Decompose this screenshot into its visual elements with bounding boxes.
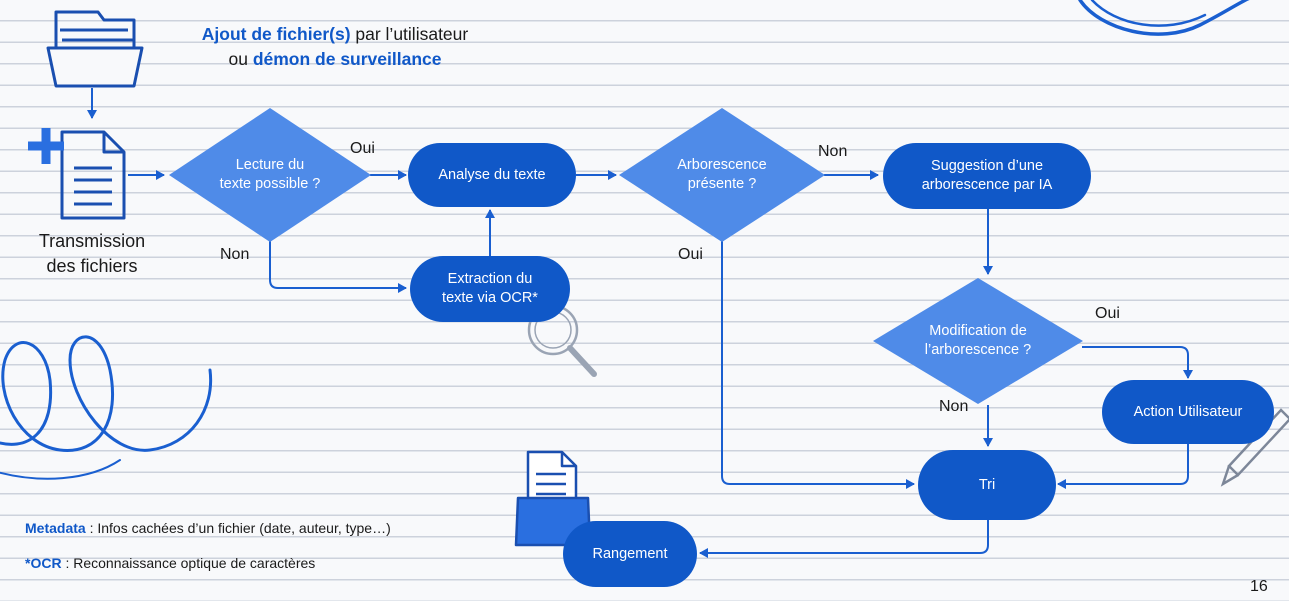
legend-metadata-definition: : Infos cachées d’un fichier (date, aute… — [85, 520, 391, 536]
decision-modification-diamond — [873, 278, 1083, 404]
page-number: 16 — [1250, 578, 1268, 595]
header-title: Ajout de fichier(s) par l’utilisateur ou… — [160, 22, 510, 71]
legend-metadata-term: Metadata — [25, 520, 86, 536]
header-bold-1: Ajout de fichier(s) — [201, 24, 351, 44]
plus-icon — [28, 128, 64, 164]
spiral-left-decoration-2 — [0, 459, 121, 480]
folder-icon — [46, 10, 144, 88]
edge-label-lecture-oui: Oui — [350, 140, 375, 157]
decision-lecture-label: Lecture du texte possible ? — [219, 157, 321, 192]
spiral-left-decoration — [0, 335, 213, 452]
node-analyse-texte: Analyse du texte — [408, 143, 576, 207]
scribble-top-right-decoration — [1078, 0, 1250, 36]
edge-label-arbo-non: Non — [818, 143, 848, 160]
node-extraction-ocr: Extraction du texte via OCR* — [410, 256, 570, 322]
node-action-utilisateur: Action Utilisateur — [1102, 380, 1274, 444]
transmission-label: Transmission des fichiers — [38, 231, 146, 277]
legend-ocr-term: *OCR — [25, 555, 62, 571]
scribble-top-right-decoration-2 — [1090, 0, 1207, 27]
edge-label-arbo-oui: Oui — [678, 246, 703, 263]
edge-label-modif-non: Non — [939, 398, 969, 415]
decision-lecture-diamond — [169, 108, 371, 242]
node-suggestion-ia: Suggestion d’une arborescence par IA — [883, 143, 1091, 209]
legend-ocr-definition: : Reconnaissance optique de caractères — [61, 555, 316, 571]
add-document-icon — [60, 130, 126, 220]
header-bold-2: démon de surveillance — [252, 48, 442, 69]
legend-metadata: Metadata : Infos cachées d’un fichier (d… — [25, 520, 445, 537]
decision-modification-label: Modification de l’arborescence ? — [924, 323, 1032, 358]
decision-arborescence-diamond — [619, 108, 825, 242]
edge-label-lecture-non: Non — [220, 246, 250, 263]
legend-ocr: *OCR : Reconnaissance optique de caractè… — [25, 555, 465, 572]
node-tri: Tri — [918, 450, 1056, 520]
header-text-2: ou — [228, 48, 253, 69]
node-rangement: Rangement — [563, 521, 697, 587]
header-text-1: par l’utilisateur — [350, 24, 469, 44]
edge-label-modif-oui: Oui — [1095, 305, 1120, 322]
decision-arborescence-label: Arborescence présente ? — [677, 157, 767, 192]
